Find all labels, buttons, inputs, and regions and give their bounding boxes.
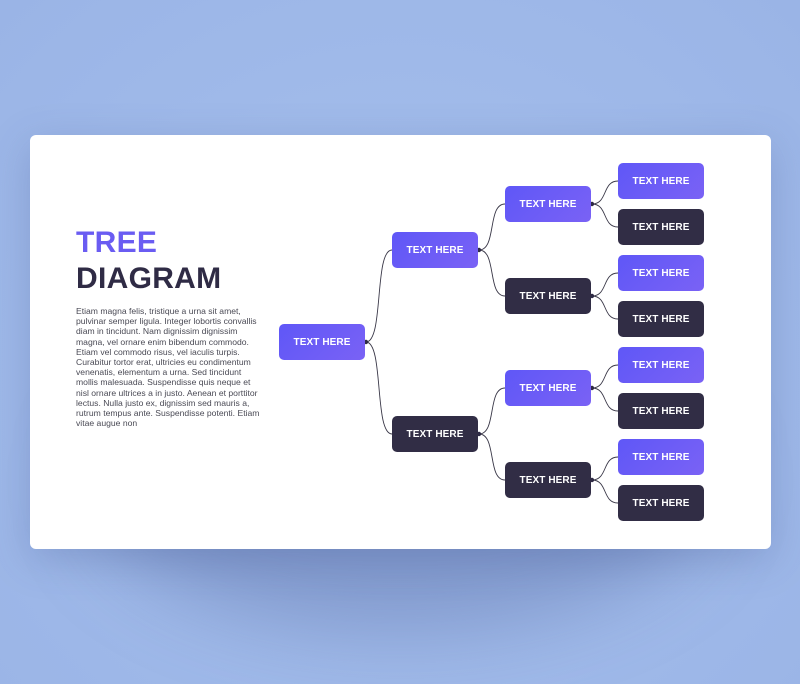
title-tree: TREE xyxy=(76,226,158,259)
node-label: TEXT HERE xyxy=(632,405,690,417)
node-label: TEXT HERE xyxy=(632,451,690,463)
tree-node-level3-6[interactable]: TEXT HERE xyxy=(618,393,704,429)
tree-node-level1-2[interactable]: TEXT HERE xyxy=(392,416,478,452)
tree-node-level3-5[interactable]: TEXT HERE xyxy=(618,347,704,383)
node-label: TEXT HERE xyxy=(519,198,577,210)
tree-node-root[interactable]: TEXT HERE xyxy=(279,324,365,360)
tree-node-level3-8[interactable]: TEXT HERE xyxy=(618,485,704,521)
node-label: TEXT HERE xyxy=(406,244,464,256)
node-label: TEXT HERE xyxy=(632,497,690,509)
node-label: TEXT HERE xyxy=(406,428,464,440)
node-label: TEXT HERE xyxy=(293,336,351,348)
tree-node-level3-1[interactable]: TEXT HERE xyxy=(618,163,704,199)
node-label: TEXT HERE xyxy=(632,313,690,325)
node-label: TEXT HERE xyxy=(519,290,577,302)
tree-node-level1-1[interactable]: TEXT HERE xyxy=(392,232,478,268)
description-paragraph: Etiam magna felis, tristique a urna sit … xyxy=(76,306,260,429)
tree-node-level3-7[interactable]: TEXT HERE xyxy=(618,439,704,475)
tree-node-level2-4[interactable]: TEXT HERE xyxy=(505,462,591,498)
node-label: TEXT HERE xyxy=(632,359,690,371)
node-label: TEXT HERE xyxy=(519,474,577,486)
node-label: TEXT HERE xyxy=(632,175,690,187)
node-label: TEXT HERE xyxy=(632,267,690,279)
tree-node-level2-2[interactable]: TEXT HERE xyxy=(505,278,591,314)
node-label: TEXT HERE xyxy=(519,382,577,394)
title-diagram: DIAGRAM xyxy=(76,262,222,295)
node-label: TEXT HERE xyxy=(632,221,690,233)
tree-node-level3-4[interactable]: TEXT HERE xyxy=(618,301,704,337)
slide-card xyxy=(30,135,771,549)
tree-node-level3-3[interactable]: TEXT HERE xyxy=(618,255,704,291)
tree-node-level2-3[interactable]: TEXT HERE xyxy=(505,370,591,406)
tree-node-level3-2[interactable]: TEXT HERE xyxy=(618,209,704,245)
tree-node-level2-1[interactable]: TEXT HERE xyxy=(505,186,591,222)
